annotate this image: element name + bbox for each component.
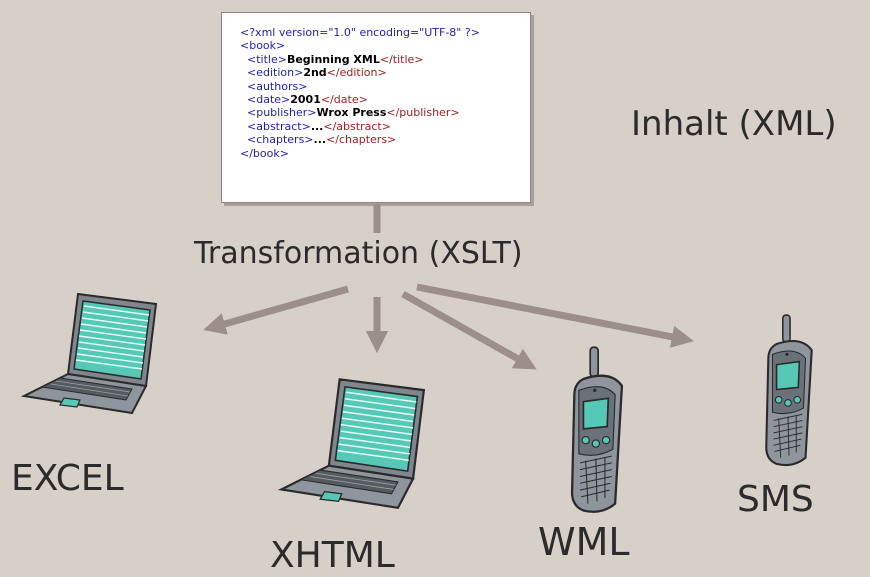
xhtml-label: XHTML: [270, 535, 395, 576]
xhtml-laptop-icon: [277, 378, 426, 510]
xml-value: ...: [310, 119, 324, 133]
xml-tag: </title>: [379, 52, 424, 66]
xml-value: Beginning XML: [286, 52, 380, 66]
xml-document: <?xml version="1.0" encoding="UTF-8" ?><…: [221, 12, 531, 203]
xml-line: <date>2001</date>: [240, 93, 530, 106]
xml-tag: <?xml version="1.0" encoding="UTF-8" ?>: [240, 26, 480, 39]
xml-tag: </book>: [240, 146, 289, 160]
arrow-to-sms: [416, 283, 694, 348]
xml-line: <chapters>...</chapters>: [240, 133, 530, 146]
sms-label: SMS: [737, 479, 814, 520]
excel-laptop-icon: [20, 292, 158, 415]
xml-tag: <edition>: [247, 66, 304, 80]
xml-line: <edition>2nd</edition>: [240, 66, 530, 79]
excel-label: EXCEL: [11, 458, 124, 499]
xml-tag: </date>: [320, 92, 368, 106]
xml-tag: <authors>: [247, 79, 308, 93]
xml-tag: <abstract>: [247, 119, 311, 133]
xml-line: <publisher>Wrox Press</publisher>: [240, 106, 530, 119]
transformation-label: Transformation (XSLT): [194, 236, 523, 271]
wml-mobile-phone-icon: [570, 346, 624, 513]
xml-line: <?xml version="1.0" encoding="UTF-8" ?>: [240, 26, 530, 39]
arrow-to-excel: [203, 285, 349, 335]
xml-tag: </edition>: [326, 66, 387, 80]
xml-tag: <publisher>: [247, 106, 317, 120]
arrow-to-wml: [401, 290, 537, 370]
xml-tag: </abstract>: [323, 119, 391, 133]
xml-line: </book>: [240, 147, 530, 160]
xml-line: <abstract>...</abstract>: [240, 120, 530, 133]
xml-value: Wrox Press: [316, 106, 387, 120]
sms-mobile-phone-icon: [765, 314, 813, 467]
xml-tag: <title>: [247, 52, 287, 66]
wml-label: WML: [538, 520, 630, 564]
xml-value: 2nd: [303, 66, 327, 80]
xml-tag: <book>: [240, 39, 286, 53]
xml-tag: <date>: [247, 92, 291, 106]
xml-tag: </chapters>: [326, 133, 397, 147]
xml-line: <book>: [240, 39, 530, 52]
xml-value: ...: [313, 133, 327, 147]
content-label: Inhalt (XML): [631, 104, 837, 144]
xml-line: <title>Beginning XML</title>: [240, 53, 530, 66]
xml-value: 2001: [290, 92, 321, 106]
xml-line: <authors>: [240, 80, 530, 93]
xml-tag: </publisher>: [386, 106, 460, 120]
xml-tag: <chapters>: [247, 133, 314, 147]
